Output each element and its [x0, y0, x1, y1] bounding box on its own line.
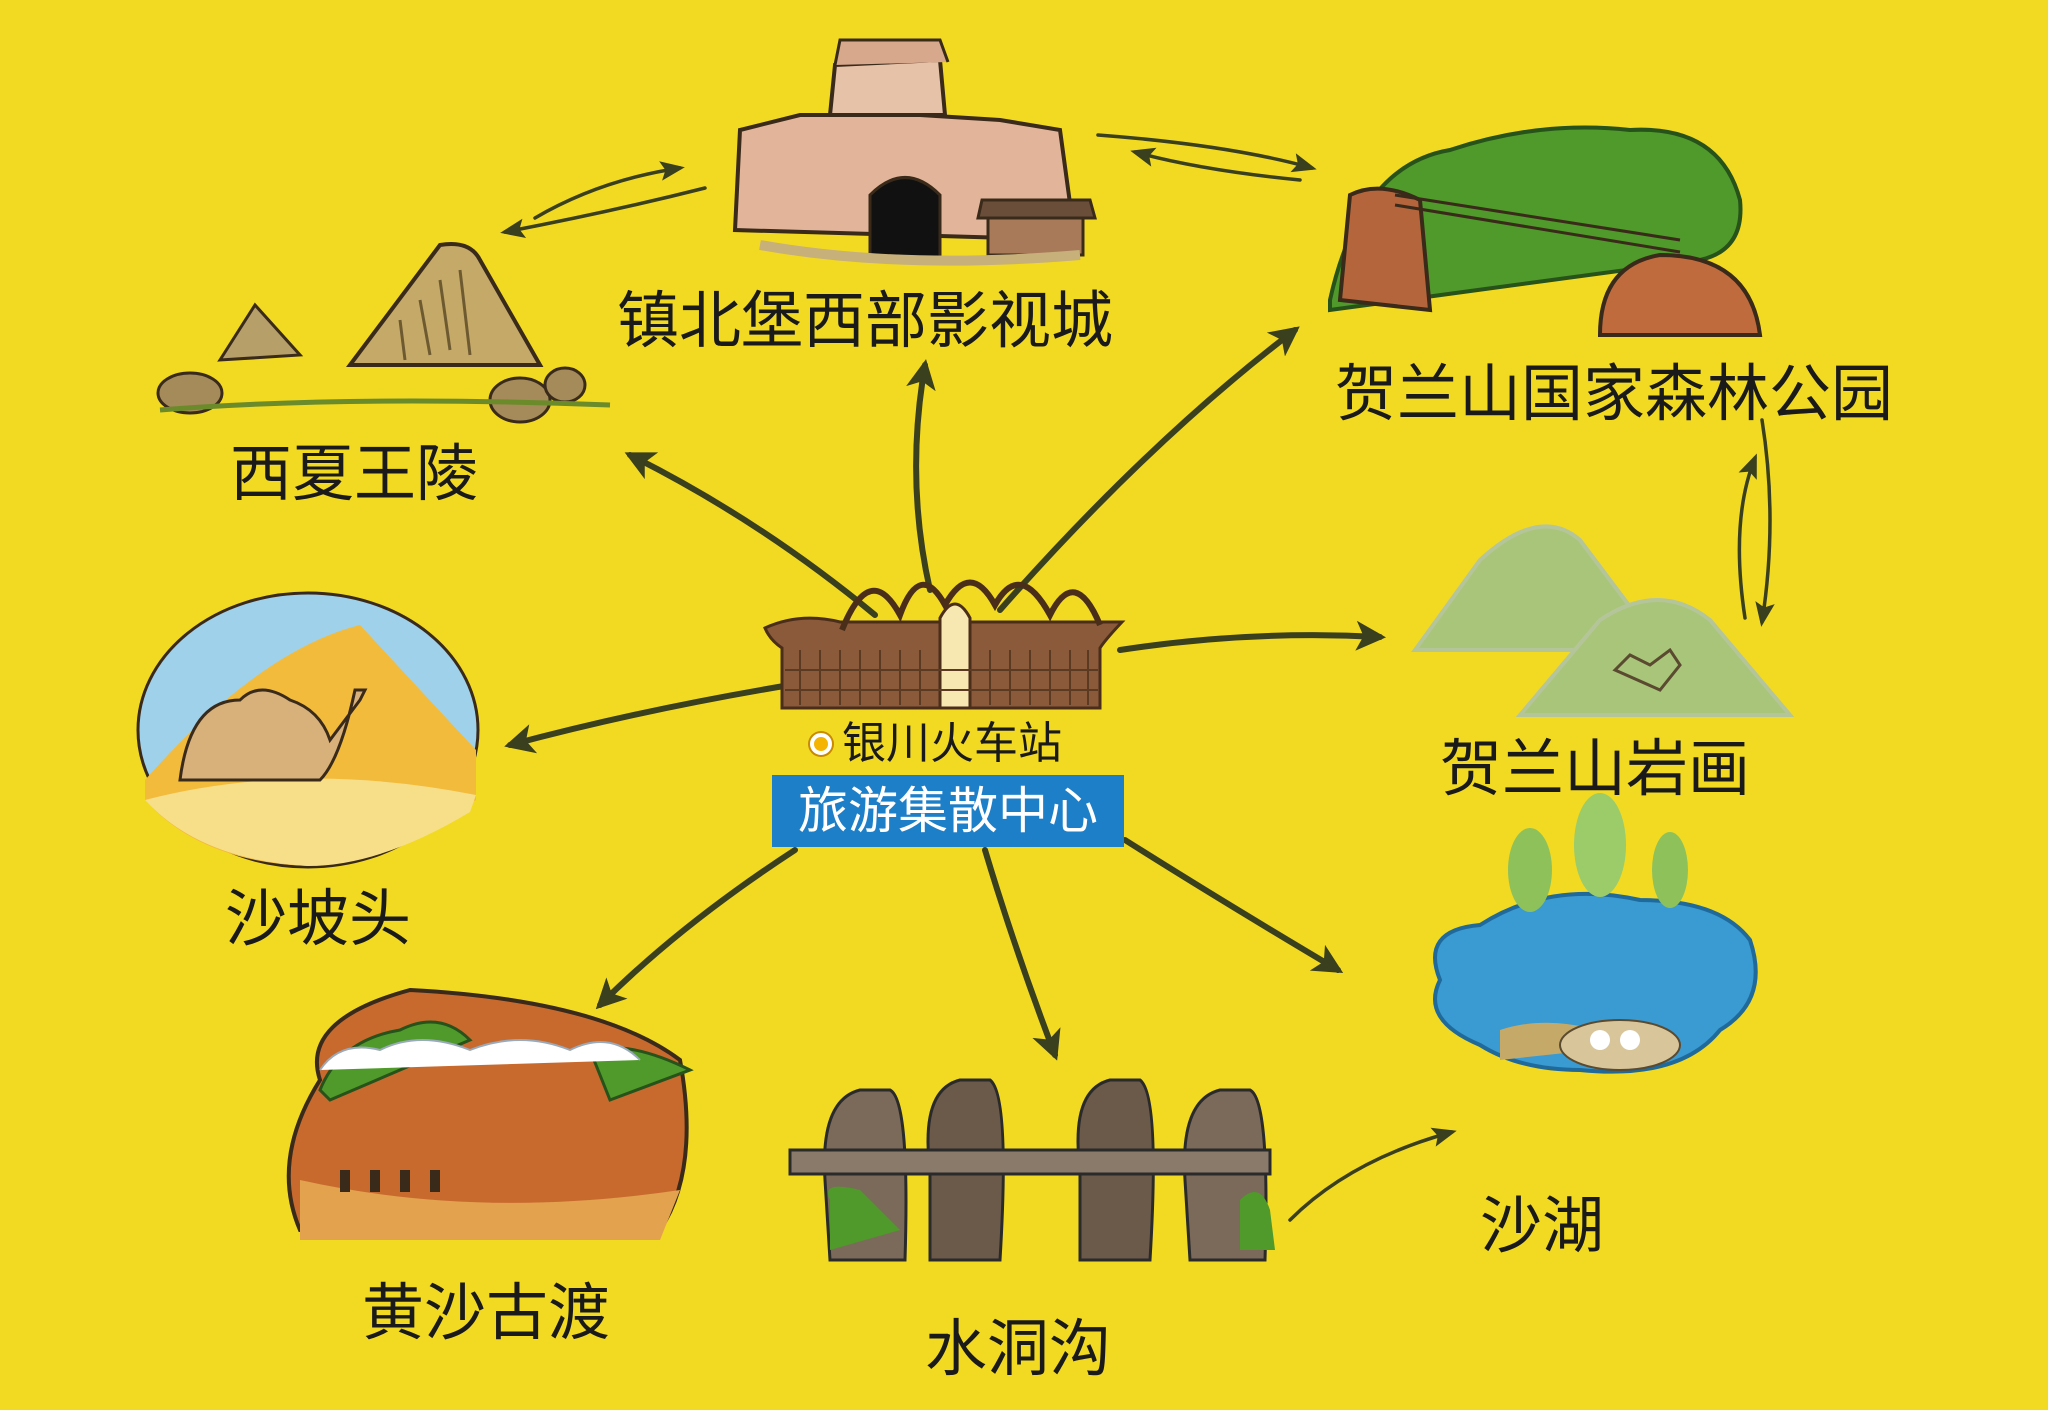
label-zhenbeibao: 镇北堡西部影视城 — [617, 284, 1114, 357]
link-shuidonggou-shahu — [1288, 1127, 1457, 1222]
shuidonggou-illustration — [788, 1078, 1275, 1262]
link-park-rock-b — [1737, 453, 1757, 620]
label-shahu: 沙湖 — [1480, 1189, 1605, 1262]
link-xixia-zhenbeibao-b — [500, 186, 707, 238]
link-arrows — [500, 133, 1775, 1222]
arrow-to-xixia — [624, 452, 878, 618]
arrow-to-huangsha — [595, 847, 798, 1010]
xixia-illustration — [156, 242, 611, 424]
huangsha-illustration — [286, 987, 694, 1240]
location-dot-icon — [810, 733, 832, 755]
shahu-illustration — [1433, 793, 1758, 1074]
arrow-to-shahu — [1122, 837, 1344, 974]
label-xixia: 西夏王陵 — [230, 437, 479, 510]
label-helanshan-park: 贺兰山国家森林公园 — [1335, 357, 1894, 430]
zhenbeibao-illustration — [732, 38, 1097, 266]
link-park-rock-a — [1755, 418, 1775, 627]
arrow-to-zhenbeibao — [906, 359, 936, 593]
helanshan-park-illustration — [1328, 125, 1763, 337]
label-shapotou: 沙坡头 — [225, 882, 412, 955]
hub-center-label: 旅游集散中心 — [772, 775, 1124, 847]
label-shuidonggou: 水洞沟 — [925, 1312, 1112, 1385]
label-helanshan-rock: 贺兰山岩画 — [1440, 732, 1751, 805]
arrow-to-helanshan-rock — [1117, 620, 1386, 653]
arrow-to-helanshan-park — [997, 326, 1300, 613]
helanshan-rock-illustration — [1411, 524, 1795, 717]
link-xixia-zhenbeibao-a — [533, 161, 685, 220]
hub-arrows — [504, 326, 1386, 1061]
station-building-illustration — [763, 579, 1126, 710]
link-zhenbeibao-park-a — [1096, 133, 1317, 173]
hub-station-label: 银川火车站 — [810, 722, 1062, 766]
arrow-to-shuidonggou — [982, 847, 1061, 1061]
hub-station-text: 银川火车站 — [842, 718, 1062, 769]
shapotou-illustration — [136, 591, 480, 869]
arrow-to-shapotou — [504, 682, 793, 754]
label-huangsha: 黄沙古渡 — [362, 1276, 611, 1349]
link-zhenbeibao-park-b — [1130, 147, 1302, 182]
